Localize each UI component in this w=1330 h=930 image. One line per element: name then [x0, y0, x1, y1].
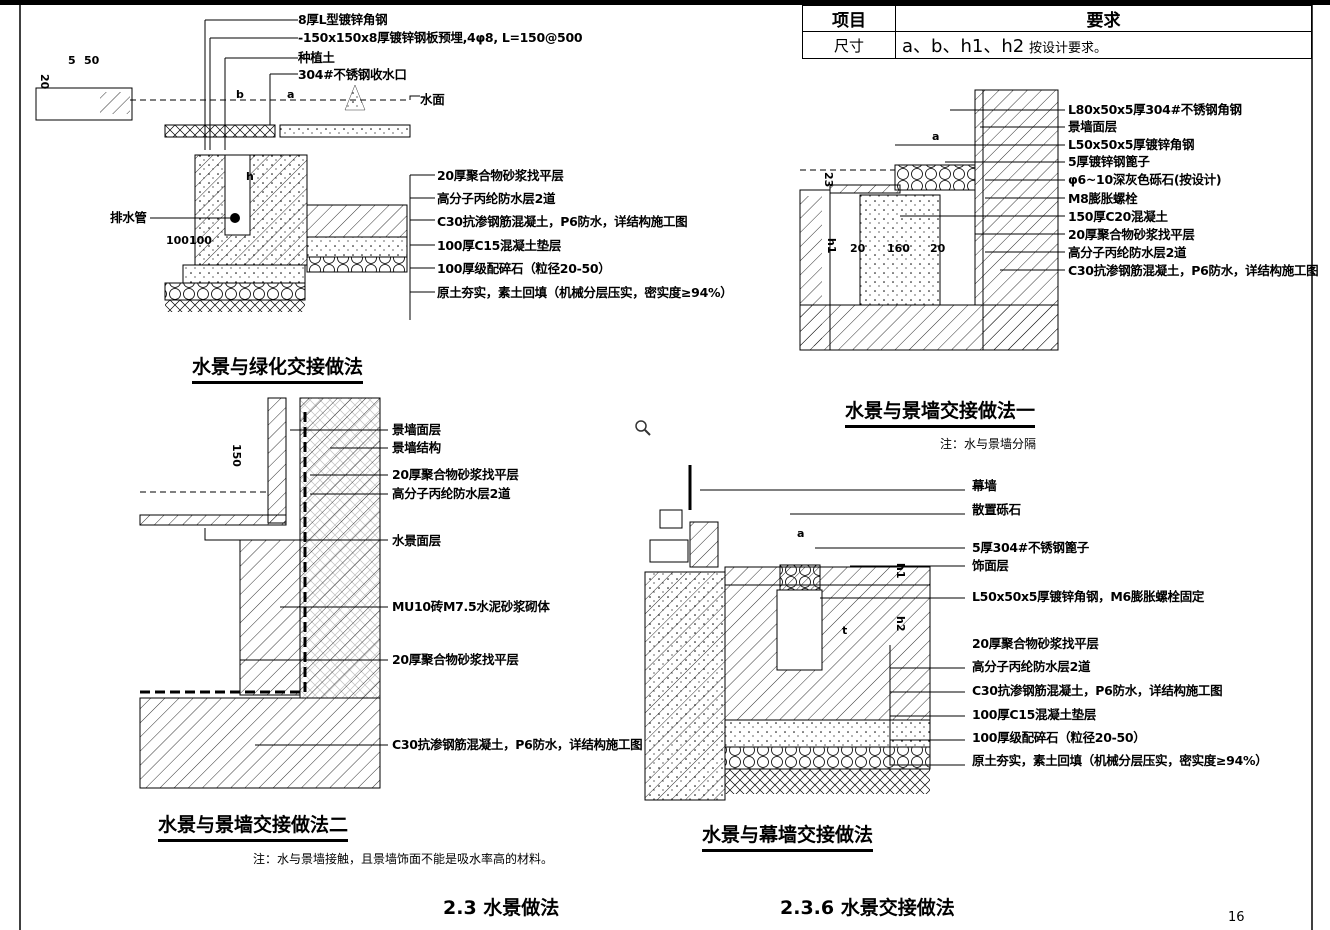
dim: h1 [825, 238, 838, 254]
dim: b [236, 88, 244, 101]
detail3-note: 注：水与景墙接触，且景墙饰面不能是吸水率高的材料。 [253, 852, 554, 866]
dim: 160 [887, 242, 910, 255]
layer-label: 景墙结构 [392, 440, 441, 455]
layer-label: 高分子丙纶防水层2道 [1068, 245, 1187, 260]
layer-label: 150厚C20混凝土 [1068, 209, 1168, 224]
row-item: 尺寸 [802, 31, 896, 59]
layer-label: 20厚聚合物砂浆找平层 [437, 168, 564, 183]
layer-label: 5厚304#不锈钢篦子 [972, 540, 1089, 555]
layer-label: 20厚聚合物砂浆找平层 [392, 467, 519, 482]
header-item: 项目 [802, 5, 896, 32]
layer-label: 20厚聚合物砂浆找平层 [972, 636, 1099, 651]
layer-label: 高分子丙纶防水层2道 [392, 486, 511, 501]
layer-label: L50x50x5厚镀锌角钢 [1068, 137, 1195, 152]
layer-label: 水景面层 [392, 533, 441, 548]
dim: a [932, 130, 940, 143]
layer-label: C30抗渗钢筋混凝土，P6防水，详结构施工图 [1068, 263, 1319, 278]
requirement-text: 按设计要求。 [1028, 41, 1107, 56]
detail4-title: 水景与幕墙交接做法 [702, 820, 874, 852]
layer-label: MU10砖M7.5水泥砂浆砌体 [392, 599, 550, 614]
callout: 304#不锈钢收水口 [298, 67, 407, 82]
callout: -150x150x8厚镀锌钢板预埋,4φ8, L=150@500 [298, 30, 583, 45]
detail3-title: 水景与景墙交接做法二 [158, 810, 349, 842]
dim: 5 [68, 54, 76, 67]
layer-label: 景墙面层 [392, 422, 441, 437]
detail1-section [35, 19, 435, 320]
detail1-title: 水景与绿化交接做法 [192, 352, 364, 384]
layer-label: 高分子丙纶防水层2道 [972, 659, 1091, 674]
requirement-dims: a、b、h1、h2 [902, 36, 1025, 57]
layer-label: 高分子丙纶防水层2道 [437, 191, 556, 206]
layer-label: 饰面层 [972, 558, 1009, 573]
layer-label: 20厚聚合物砂浆找平层 [1068, 227, 1195, 242]
layer-label: 原土夯实，素土回填（机械分层压实，密实度≥94%） [972, 753, 1268, 768]
water-surface-label: 水面 [420, 92, 445, 107]
layer-label: 5厚镀锌钢篦子 [1068, 154, 1150, 169]
drain-pipe-label: 排水管 [110, 210, 147, 225]
page-number: 16 [1228, 910, 1245, 925]
section-title-left: 2.3 水景做法 [443, 897, 560, 919]
layer-label: L50x50x5厚镀锌角钢，M6膨胀螺栓固定 [972, 589, 1205, 604]
layer-label: M8膨胀螺栓 [1068, 191, 1138, 206]
layer-label: 100厚级配碎石（粒径20-50） [437, 261, 611, 276]
dim: 23 [822, 172, 835, 188]
layer-label: C30抗渗钢筋混凝土，P6防水，详结构施工图 [392, 737, 643, 752]
dim: a [287, 88, 295, 101]
layer-label: 景墙面层 [1068, 119, 1117, 134]
layer-label: 幕墙 [972, 478, 997, 493]
dim: 50 [84, 54, 100, 67]
detail2-note: 注：水与景墙分隔 [940, 437, 1037, 451]
layer-label: 散置砾石 [972, 502, 1021, 517]
layer-label: C30抗渗钢筋混凝土，P6防水，详结构施工图 [437, 214, 688, 229]
dim: 150 [230, 444, 243, 467]
layer-label: 原土夯实，素土回填（机械分层压实，密实度≥94%） [437, 285, 733, 300]
detail4-section [644, 465, 965, 801]
dim: 20 [38, 74, 51, 90]
dim: h1 [894, 563, 907, 579]
callout: 8厚L型镀锌角钢 [298, 12, 388, 27]
dim: t [842, 624, 848, 637]
layer-label: 100厚C15混凝土垫层 [437, 238, 562, 253]
dim: h [246, 170, 254, 183]
dim: 100100 [166, 234, 212, 247]
dim: h2 [894, 616, 907, 632]
layer-label: φ6~10深灰色砾石(按设计) [1068, 172, 1222, 187]
detail2-title: 水景与景墙交接做法一 [845, 396, 1036, 428]
layer-label: 100厚C15混凝土垫层 [972, 707, 1097, 722]
magnifier-icon[interactable] [634, 419, 652, 437]
detail2-section [799, 89, 1065, 351]
callout: 种植土 [298, 50, 335, 65]
section-title-right: 2.3.6 水景交接做法 [780, 897, 955, 919]
row-requirement: a、b、h1、h2 按设计要求。 [895, 31, 1312, 59]
layer-label: 100厚级配碎石（粒径20-50） [972, 730, 1146, 745]
header-requirement: 要求 [895, 5, 1312, 32]
dim: 20 [850, 242, 866, 255]
dim: a [797, 527, 805, 540]
detail3-section [139, 397, 388, 789]
layer-label: 20厚聚合物砂浆找平层 [392, 652, 519, 667]
layer-label: C30抗渗钢筋混凝土，P6防水，详结构施工图 [972, 683, 1223, 698]
dim: 20 [930, 242, 946, 255]
layer-label: L80x50x5厚304#不锈钢角钢 [1068, 102, 1242, 117]
